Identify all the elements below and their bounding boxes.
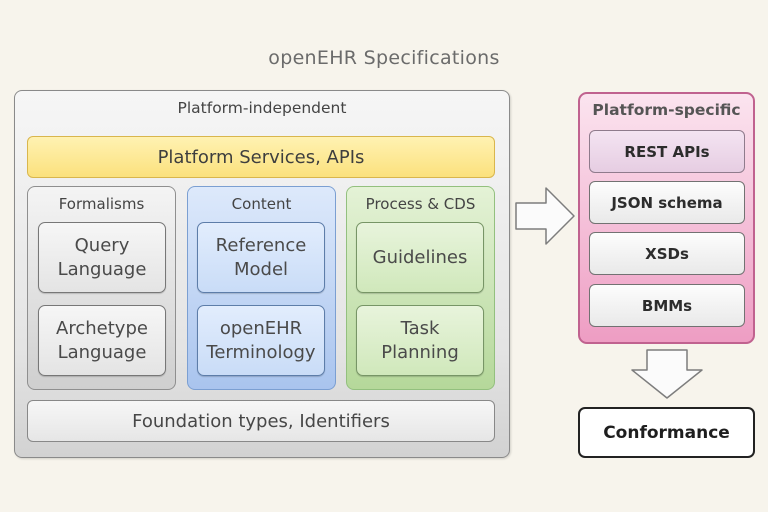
process-cds-label: Process & CDS [365,195,476,213]
platform-services-bar: Platform Services, APIs [27,136,495,178]
conformance-box: Conformance [578,407,755,458]
archetype-language-box: Archetype Language [38,305,166,376]
xsds-box: XSDs [589,232,745,275]
bmms-box: BMMs [589,284,745,327]
foundation-types-bar: Foundation types, Identifiers [27,400,495,442]
arrow-right-icon [515,187,575,245]
json-schema-box: JSON schema [589,181,745,224]
rest-apis-box: REST APIs [589,130,745,173]
platform-specific-label: Platform-specific [592,101,741,119]
reference-model-box: Reference Model [197,222,325,293]
platform-independent-label: Platform-independent [177,99,347,117]
task-planning-box: Task Planning [356,305,484,376]
arrow-down-icon [631,349,703,399]
query-language-box: Query Language [38,222,166,293]
formalisms-label: Formalisms [58,195,145,213]
guidelines-box: Guidelines [356,222,484,293]
diagram-title: openEHR Specifications [268,47,500,69]
content-label: Content [231,195,292,213]
openehr-terminology-box: openEHR Terminology [197,305,325,376]
